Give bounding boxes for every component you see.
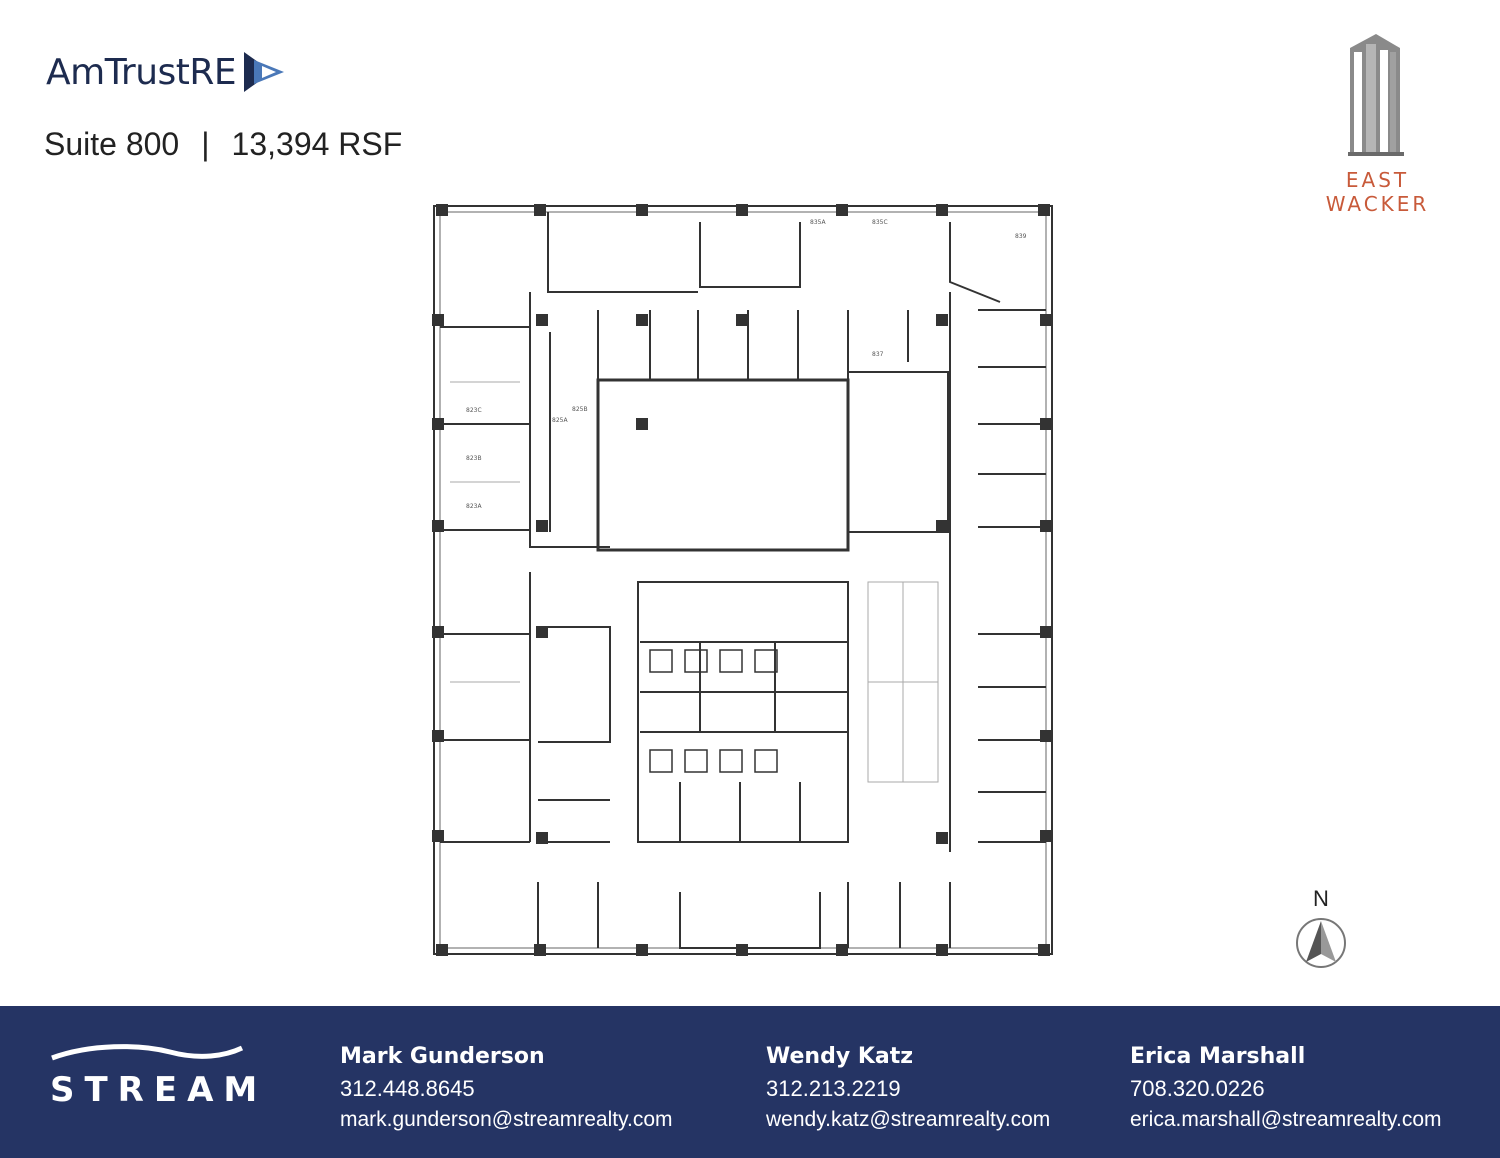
contact-email[interactable]: mark.gunderson@streamrealty.com	[340, 1108, 673, 1131]
contact-mark-gunderson: Mark Gunderson 312.448.8645 mark.gunders…	[340, 1044, 673, 1132]
suite-info: Suite 800 | 13,394 RSF	[44, 126, 402, 163]
contact-email[interactable]: wendy.katz@streamrealty.com	[766, 1108, 1051, 1131]
contact-erica-marshall: Erica Marshall 708.320.0226 erica.marsha…	[1130, 1044, 1442, 1132]
amtrust-logo: AmTrustRE	[46, 46, 286, 98]
compass: N	[1290, 886, 1352, 975]
footer: STREAM Mark Gunderson 312.448.8645 mark.…	[0, 1006, 1500, 1158]
room-823b: 823B	[466, 455, 482, 462]
room-825a: 825A	[552, 417, 568, 424]
contact-name: Mark Gunderson	[340, 1044, 545, 1069]
separator: |	[201, 126, 210, 162]
north-arrow-icon	[1296, 918, 1346, 968]
contact-wendy-katz: Wendy Katz 312.213.2219 wendy.katz@strea…	[766, 1044, 1050, 1132]
room-823a: 823A	[466, 503, 482, 510]
room-837: 837	[872, 351, 884, 358]
suite-area: 13,394 RSF	[231, 126, 403, 162]
suite-label: Suite 800	[44, 126, 180, 162]
room-825b: 825B	[572, 406, 588, 413]
compass-label: N	[1313, 886, 1329, 911]
building-name: EAST WACKER	[1325, 168, 1430, 216]
contact-name: Erica Marshall	[1130, 1044, 1306, 1069]
tower-icon	[1348, 34, 1404, 156]
contact-name: Wendy Katz	[766, 1044, 914, 1069]
logo-text: AmTrustRE	[46, 51, 237, 93]
room-839: 839	[1015, 233, 1027, 240]
contact-phone[interactable]: 312.448.8645	[340, 1076, 475, 1101]
contact-phone[interactable]: 312.213.2219	[766, 1076, 901, 1101]
stream-brand: STREAM	[50, 1070, 268, 1110]
contact-phone[interactable]: 708.320.0226	[1130, 1076, 1265, 1101]
floor-plan: 835A 835C 839 837 823C 825B 825A 823B 82…	[432, 204, 1053, 956]
room-823c: 823C	[466, 407, 482, 414]
stream-wave-icon	[51, 1044, 244, 1061]
room-835c: 835C	[872, 219, 888, 226]
room-835a: 835A	[810, 219, 826, 226]
contact-email[interactable]: erica.marshall@streamrealty.com	[1130, 1108, 1442, 1131]
logo-arrow-icon	[244, 52, 285, 92]
